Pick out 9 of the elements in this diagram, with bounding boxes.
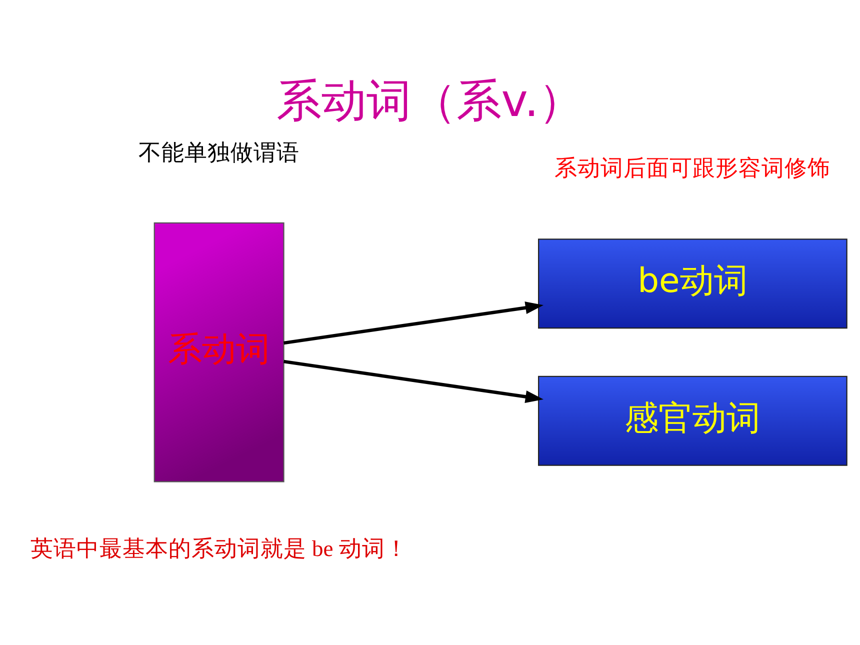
label: 不能单独做谓语 bbox=[138, 139, 300, 166]
diagram-title: 系动词（系v.） bbox=[276, 74, 584, 126]
caption: 英语中最基本的系动词就是 be 动词！ bbox=[30, 535, 408, 560]
node-box: 感官动词 bbox=[538, 375, 848, 466]
arrow bbox=[284, 301, 544, 344]
node-box: be动词 bbox=[538, 238, 848, 328]
label: 系动词后面可跟形容词修饰 bbox=[554, 155, 831, 182]
node-box: 系动词 bbox=[154, 222, 284, 482]
arrow bbox=[284, 359, 544, 402]
